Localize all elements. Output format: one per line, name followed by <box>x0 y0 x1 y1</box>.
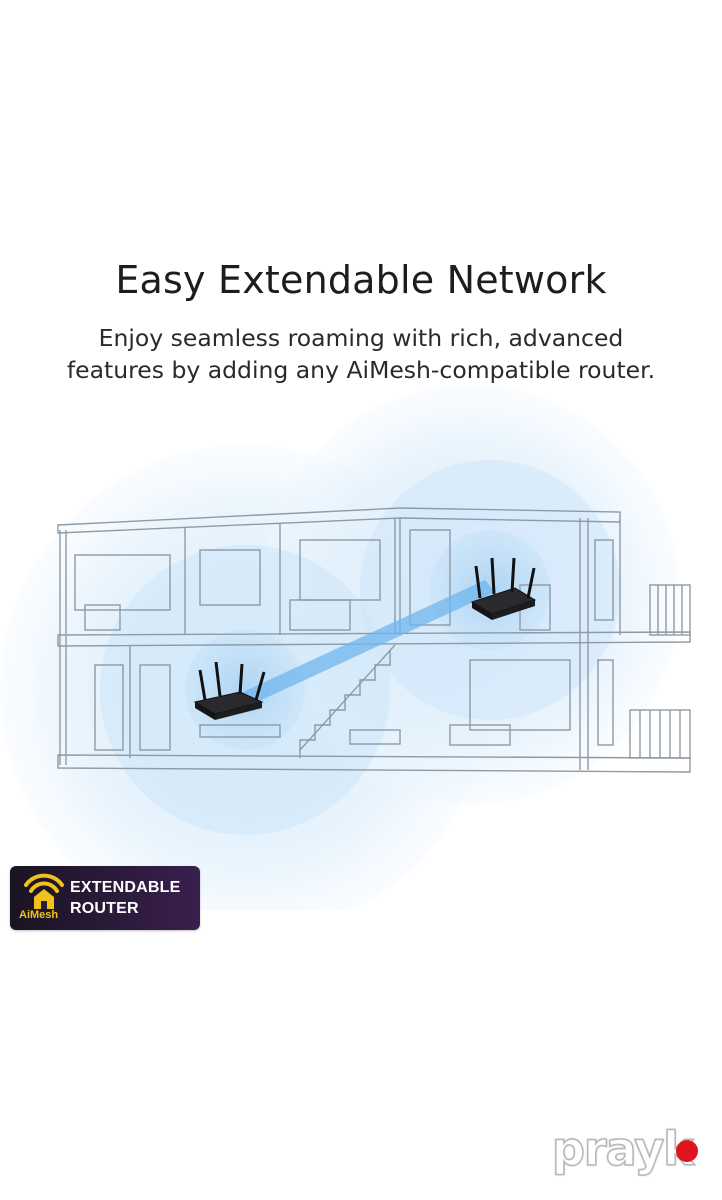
mesh-house-illustration <box>0 385 691 910</box>
page-subtitle: Enjoy seamless roaming with rich, advanc… <box>0 322 722 386</box>
subtitle-line-2: features by adding any AiMesh-compatible… <box>66 356 656 384</box>
mesh-link <box>230 580 495 710</box>
router-upper-icon <box>470 557 537 620</box>
badge-line-2: ROUTER <box>70 900 139 917</box>
watermark-logo: prayk <box>551 1121 722 1182</box>
router-lower-icon <box>193 661 266 720</box>
badge-line-1: EXTENDABLE <box>70 879 181 896</box>
coverage-circles <box>0 385 680 910</box>
house-outline <box>57 507 691 773</box>
watermark-text: prayk <box>551 1121 694 1177</box>
aimesh-extendable-router-badge: AiMesh EXTENDABLE ROUTER <box>10 866 200 930</box>
aimesh-logo-text: AiMesh <box>19 909 59 921</box>
page-title: Easy Extendable Network <box>115 258 607 302</box>
aimesh-house-icon <box>24 873 64 909</box>
subtitle-line-1: Enjoy seamless roaming with rich, advanc… <box>98 324 624 352</box>
watermark-dot-icon <box>676 1140 698 1162</box>
